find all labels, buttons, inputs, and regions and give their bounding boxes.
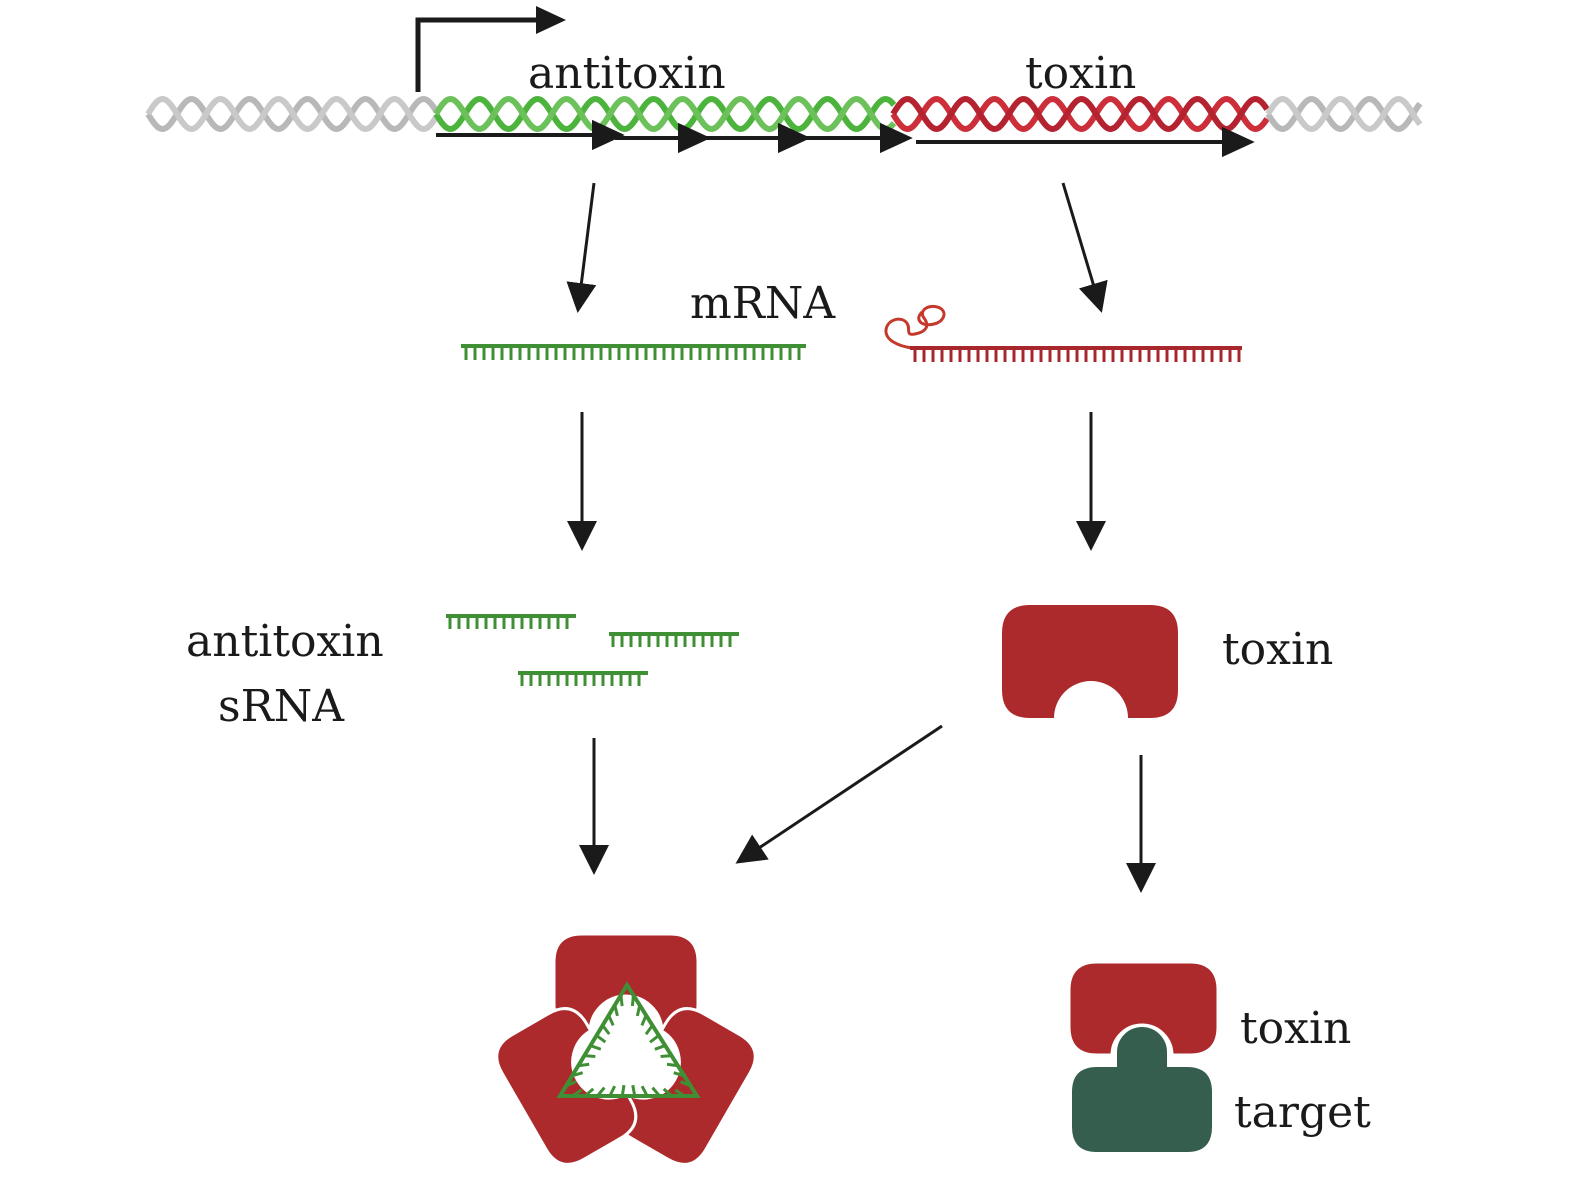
antitoxin-srna-label-line2: sRNA <box>218 681 345 732</box>
complex-target-label: target <box>1234 1087 1371 1138</box>
toxin-protein-label: toxin <box>1222 624 1333 675</box>
antitoxin-coding-arrows <box>436 119 913 154</box>
antitoxin-srna-label-line1: antitoxin <box>186 616 384 667</box>
toxin-target-complex <box>1067 960 1220 1152</box>
dna-right-flank <box>1265 95 1423 133</box>
toxin-gene-helix <box>890 95 1270 133</box>
toxin-antitoxin-complex <box>495 932 757 1166</box>
complex-toxin-protein <box>1067 960 1220 1057</box>
promoter-arrow <box>415 17 540 92</box>
arrow-toxin-to-complex <box>735 724 943 864</box>
antitoxin-mrna <box>461 344 806 360</box>
toxin-mrna <box>884 304 1242 362</box>
toxin-protein <box>1002 605 1178 718</box>
mrna-label: mRNA <box>690 278 836 329</box>
antitoxin-srna-fragments <box>446 614 739 686</box>
arrow-antitoxin-transcription <box>566 182 597 313</box>
arrow-toxin-transcription <box>1061 182 1108 313</box>
complex-toxin-label: toxin <box>1240 1003 1351 1054</box>
promoter-arrowhead <box>536 6 566 34</box>
toxin-gene-label: toxin <box>1025 48 1136 99</box>
toxin-coding-arrow <box>916 126 1255 158</box>
target-protein <box>1072 1027 1212 1152</box>
dna-left-flank <box>145 95 439 133</box>
antitoxin-gene-label: antitoxin <box>528 48 726 99</box>
complex-toxin-subunit <box>614 1007 757 1166</box>
antitoxin-gene-helix <box>433 95 897 133</box>
